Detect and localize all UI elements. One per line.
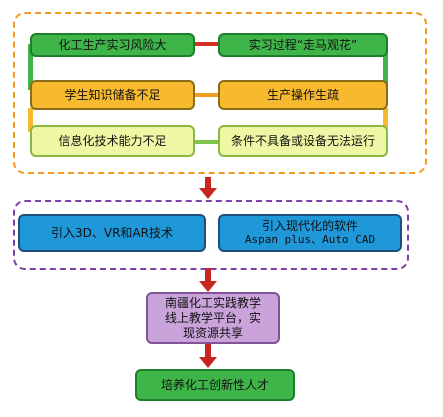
solution-box-3d-vr-ar-label: 引入3D、VR和AR技术	[51, 226, 173, 240]
problem-box-knowledge-label: 学生知识储备不足	[64, 88, 161, 102]
platform-box: 南疆化工实践教学 线上教学平台，实 现资源共享	[146, 292, 280, 344]
solutions-group-frame	[13, 200, 409, 270]
platform-box-line3: 现资源共享	[182, 325, 243, 340]
solution-box-software-line1: 引入现代化的软件	[261, 219, 358, 233]
platform-box-line2: 线上教学平台，实	[164, 310, 261, 325]
problems-group-frame	[13, 12, 427, 174]
flow-arrow-1-shaft	[205, 177, 211, 189]
problem-box-risk: 化工生产实习风险大	[30, 33, 195, 57]
problem-box-superficial-label: 实习过程“走马观花”	[248, 38, 358, 52]
flow-arrow-1-head	[199, 188, 217, 199]
problem-box-knowledge: 学生知识储备不足	[30, 80, 195, 110]
connector-right-bottom	[383, 108, 388, 132]
platform-box-line1: 南疆化工实践教学	[164, 295, 261, 310]
flow-arrow-3-head	[199, 357, 217, 368]
problem-box-superficial: 实习过程“走马观花”	[218, 33, 388, 57]
problem-box-it-skills-label: 信息化技术能力不足	[58, 134, 167, 148]
connector-left-bottom	[28, 108, 33, 132]
connector-row1	[195, 42, 218, 46]
connector-left-top	[28, 44, 33, 90]
flow-arrow-2-shaft	[205, 268, 211, 282]
solution-box-software-line2: Aspan plus、Auto CAD	[244, 233, 376, 246]
result-box: 培养化工创新性人才	[135, 369, 295, 401]
solution-box-software: 引入现代化的软件 Aspan plus、Auto CAD	[218, 214, 402, 252]
problem-box-risk-label: 化工生产实习风险大	[58, 38, 167, 52]
connector-row3	[195, 140, 218, 144]
solution-box-3d-vr-ar: 引入3D、VR和AR技术	[18, 214, 206, 252]
problem-box-operation-label: 生产操作生疏	[266, 88, 339, 102]
flow-arrow-2-head	[199, 281, 217, 292]
connector-row2	[195, 93, 218, 97]
problem-box-operation: 生产操作生疏	[218, 80, 388, 110]
flow-arrow-3-shaft	[205, 344, 211, 358]
problem-box-equipment-label: 条件不具备或设备无法运行	[230, 134, 375, 148]
problem-box-it-skills: 信息化技术能力不足	[30, 125, 195, 157]
problem-box-equipment: 条件不具备或设备无法运行	[218, 125, 388, 157]
connector-right-top	[383, 44, 388, 90]
result-box-label: 培养化工创新性人才	[160, 378, 269, 392]
